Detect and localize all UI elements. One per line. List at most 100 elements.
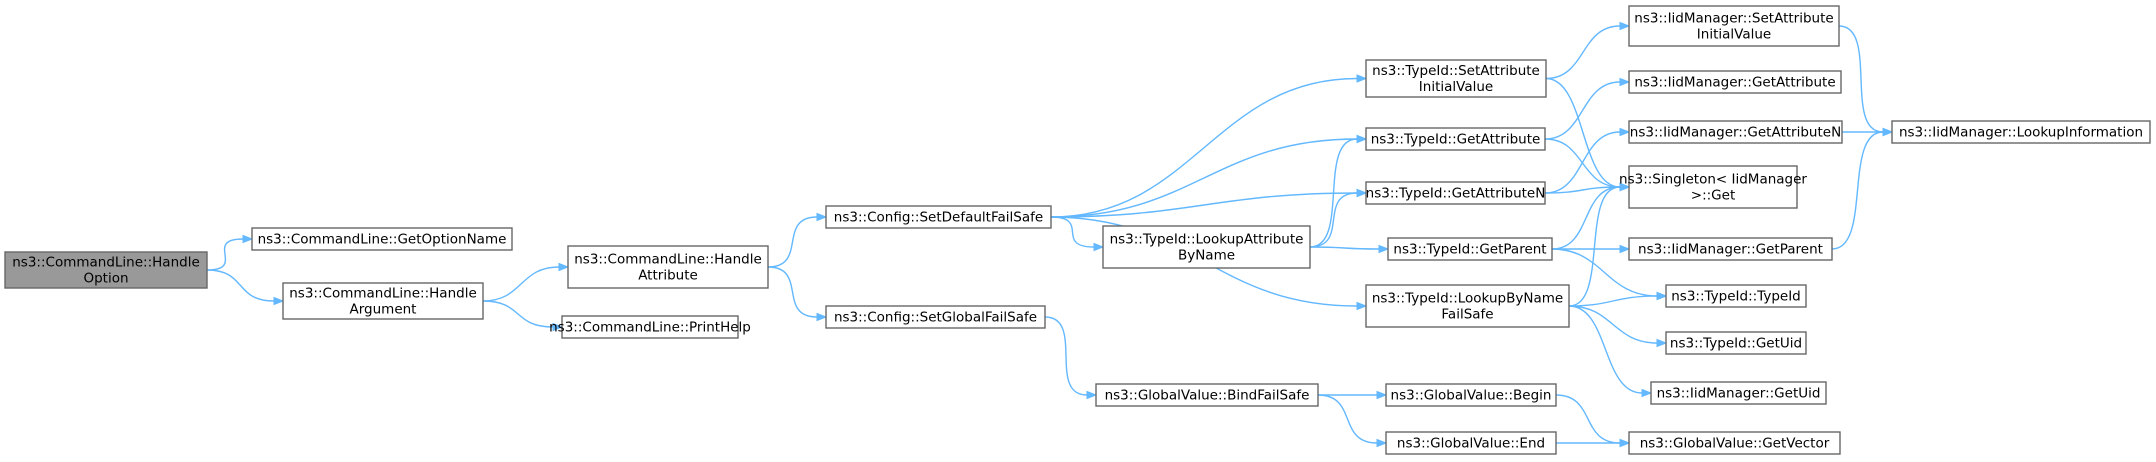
call-edge <box>1545 77 1631 192</box>
node-label-line: ns3::TypeId::GetParent <box>1393 242 1546 258</box>
edge-arrowhead <box>1641 388 1653 398</box>
function-node-iid-get-attribute[interactable]: ns3::IidManager::GetAttribute <box>1628 70 1842 94</box>
node-box <box>561 315 739 339</box>
node-box <box>1891 120 2151 144</box>
edge-arrowhead <box>1356 134 1368 144</box>
call-edge <box>767 266 828 322</box>
node-box <box>1365 284 1570 328</box>
edge-arrowhead <box>1619 127 1631 137</box>
call-edge <box>1544 127 1631 194</box>
node-box <box>4 251 208 289</box>
call-edge <box>1309 134 1368 248</box>
node-box <box>825 205 1052 229</box>
node-box <box>1365 59 1547 98</box>
edge-line <box>1568 295 1658 307</box>
function-node-iid-get-parent[interactable]: ns3::IidManager::GetParent <box>1628 237 1833 261</box>
node-box <box>1665 284 1807 308</box>
function-node-set-global-failsafe[interactable]: ns3::Config::SetGlobalFailSafe <box>825 305 1046 329</box>
function-node-iid-lookup-information[interactable]: ns3::IidManager::LookupInformation <box>1891 120 2151 144</box>
edge-arrowhead <box>1656 338 1668 348</box>
edge-line <box>1309 246 1380 250</box>
edge-arrowhead <box>1656 291 1668 301</box>
edge-arrowhead <box>816 212 828 222</box>
function-node-iid-get-attribute-n[interactable]: ns3::IidManager::GetAttributeN <box>1628 120 1843 144</box>
function-node-typeid-get-uid[interactable]: ns3::TypeId::GetUid <box>1665 331 1807 355</box>
edge-arrowhead <box>552 322 564 332</box>
node-label-line: ns3::Config::SetDefaultFailSafe <box>834 210 1043 226</box>
node-label-line: ns3::IidManager::GetAttribute <box>1634 75 1835 91</box>
function-node-gv-begin[interactable]: ns3::GlobalValue::Begin <box>1385 383 1557 407</box>
node-label-line: InitialValue <box>1697 27 1771 43</box>
call-edge <box>1050 74 1368 218</box>
function-node-iid-set-attr-init[interactable]: ns3::IidManager::SetAttributeInitialValu… <box>1628 5 1840 47</box>
edge-arrowhead <box>1619 21 1631 31</box>
function-node-set-default-failsafe[interactable]: ns3::Config::SetDefaultFailSafe <box>825 205 1052 229</box>
node-label-line: ns3::CommandLine::Handle <box>574 252 762 268</box>
node-label-line: Option <box>83 271 128 287</box>
edge-line <box>206 238 244 271</box>
node-box <box>825 305 1046 329</box>
edge-arrowhead <box>1093 242 1105 252</box>
node-box <box>1628 70 1842 94</box>
function-node-typeid-get-parent[interactable]: ns3::TypeId::GetParent <box>1387 237 1553 261</box>
call-edge <box>1551 182 1631 250</box>
edge-line <box>1551 186 1621 250</box>
function-node-singleton-get[interactable]: ns3::Singleton< IidManager>::Get <box>1619 165 1807 209</box>
edge-line <box>1838 25 1884 133</box>
call-edge <box>1568 305 1653 398</box>
edge-line <box>206 269 275 302</box>
node-label-line: ns3::CommandLine::GetOptionName <box>258 232 507 248</box>
node-box <box>1650 381 1827 405</box>
edge-arrowhead <box>1378 244 1390 254</box>
call-edge <box>1050 216 1105 252</box>
edge-line <box>1309 138 1358 248</box>
node-label-line: ns3::TypeId::TypeId <box>1671 289 1801 305</box>
function-nodes: ns3::CommandLine::HandleOptionns3::Comma… <box>4 5 2151 455</box>
function-node-gv-bind-failsafe[interactable]: ns3::GlobalValue::BindFailSafe <box>1095 383 1319 407</box>
call-edge <box>1309 244 1390 254</box>
edge-arrowhead <box>1356 74 1368 83</box>
edge-arrowhead <box>1376 438 1388 448</box>
node-label-line: Attribute <box>638 268 698 284</box>
edge-line <box>1050 192 1358 218</box>
edge-arrowhead <box>1619 77 1631 87</box>
function-node-gv-get-vector[interactable]: ns3::GlobalValue::GetVector <box>1628 431 1841 455</box>
call-edge <box>482 262 570 302</box>
edge-arrowhead <box>1376 390 1388 400</box>
call-edge <box>1317 394 1388 448</box>
call-edge <box>767 212 828 268</box>
edge-arrowhead <box>1086 390 1098 400</box>
call-edge <box>1545 21 1631 80</box>
node-label-line: >::Get <box>1691 188 1735 204</box>
function-node-typeid-get-attribute[interactable]: ns3::TypeId::GetAttribute <box>1365 127 1546 151</box>
function-node-typeid-get-attribute-n[interactable]: ns3::TypeId::GetAttributeN <box>1365 181 1546 205</box>
node-box <box>1628 5 1840 47</box>
call-edge <box>1838 25 1894 137</box>
function-node-get-option-name[interactable]: ns3::CommandLine::GetOptionName <box>251 227 513 251</box>
node-label-line: ns3::CommandLine::Handle <box>12 255 200 271</box>
function-node-typeid-typeid[interactable]: ns3::TypeId::TypeId <box>1665 284 1807 308</box>
edge-arrowhead <box>1619 244 1631 254</box>
node-label-line: ns3::Config::SetGlobalFailSafe <box>834 310 1037 326</box>
function-node-print-help[interactable]: ns3::CommandLine::PrintHelp <box>549 315 751 339</box>
node-label-line: ns3::Singleton< IidManager <box>1619 172 1807 188</box>
node-box <box>1628 120 1843 144</box>
function-node-gv-end[interactable]: ns3::GlobalValue::End <box>1385 431 1557 455</box>
edge-line <box>767 266 818 318</box>
call-edge <box>1568 182 1631 307</box>
edge-arrowhead <box>558 262 570 272</box>
call-edge <box>1309 188 1368 248</box>
function-node-iid-get-uid[interactable]: ns3::IidManager::GetUid <box>1650 381 1827 405</box>
edge-arrowhead <box>1619 182 1631 192</box>
edge-line <box>1050 216 1095 248</box>
edge-arrowhead <box>242 234 254 244</box>
edge-arrowhead <box>1882 127 1894 137</box>
edge-line <box>1317 394 1378 444</box>
